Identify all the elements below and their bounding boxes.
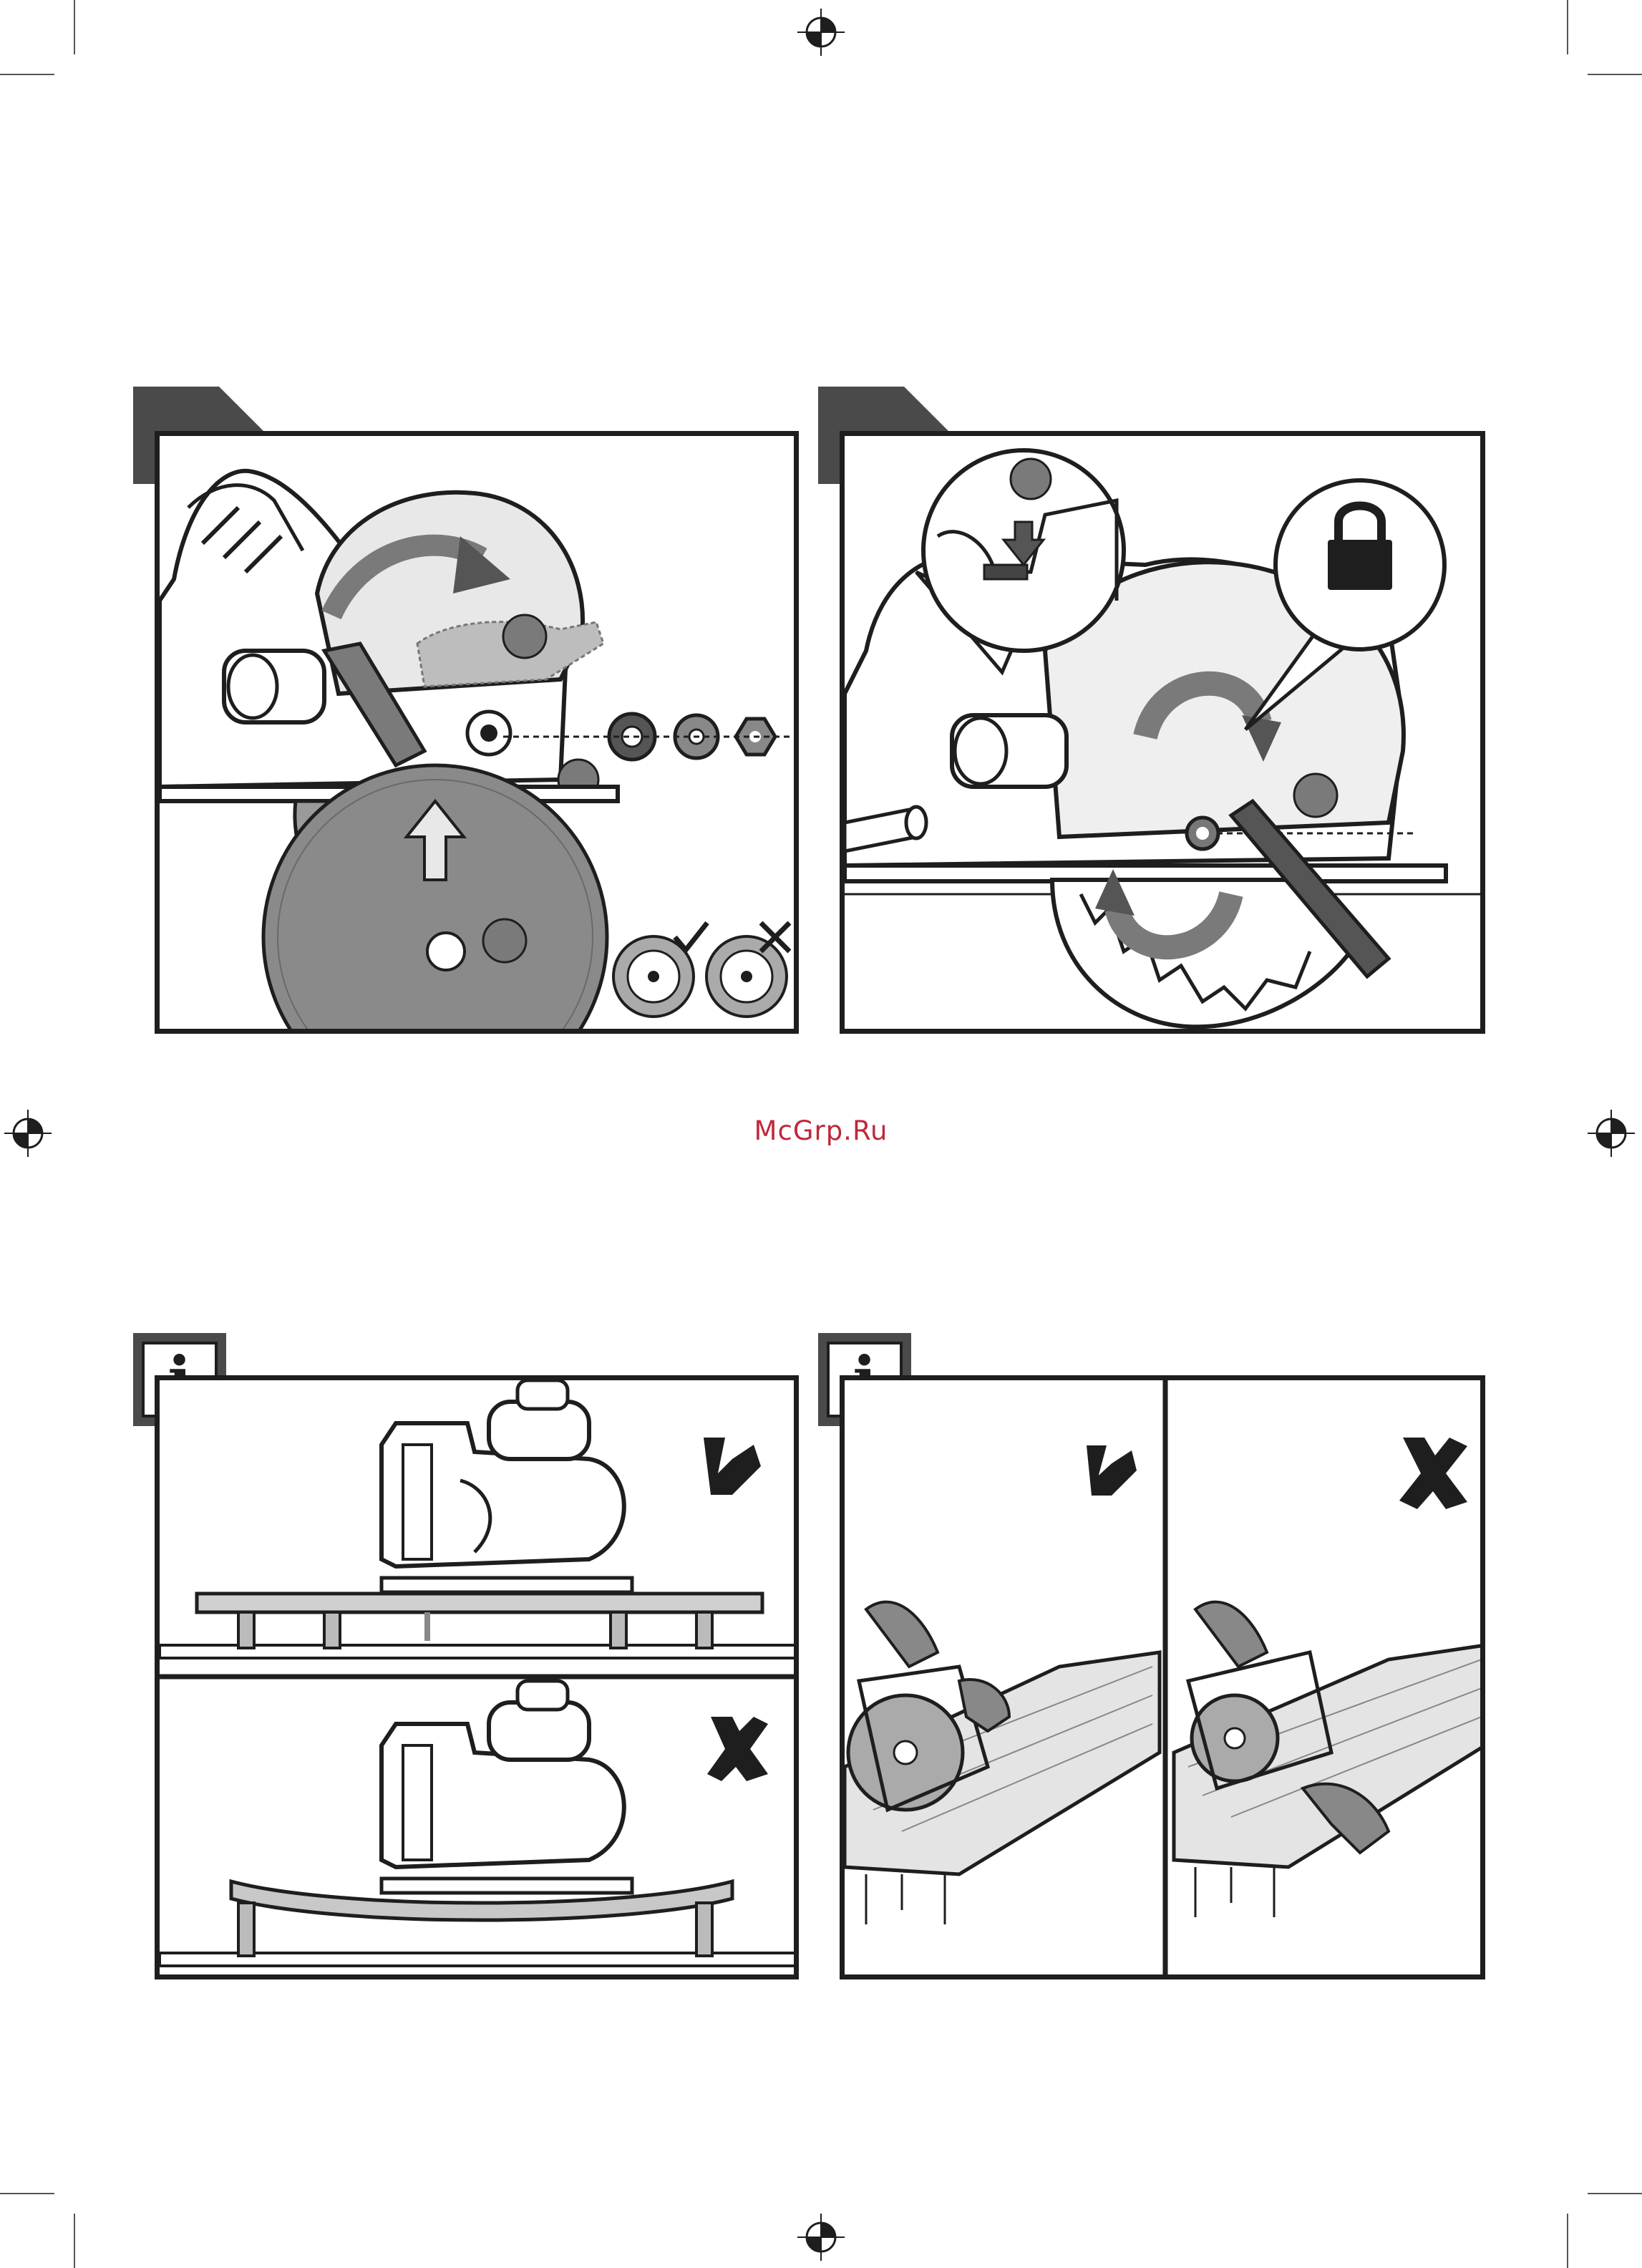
wrong-support-scene [160,1681,799,1966]
cross-mark-icon [707,1717,768,1781]
blade-tightening-panel [840,431,1485,1034]
correct-support-scene [160,1380,799,1658]
workpiece-support-illustration [160,1380,799,1979]
wrong-blade-direction-icon [706,923,790,1017]
wrong-hand-position-scene [1174,1438,1485,1917]
check-mark-icon [704,1438,761,1495]
correct-blade-direction-icon [613,923,707,1017]
workpiece-support-panel [155,1375,799,1979]
check-mark-icon [1087,1445,1137,1496]
watermark-text: McGrp.Ru [0,1115,1642,1146]
hand-position-illustration [845,1380,1485,1979]
blade-mounting-illustration [160,436,799,1034]
hand-position-panel [840,1375,1485,1979]
blade-mounting-panel [155,431,799,1034]
correct-hand-position-scene [845,1445,1160,1924]
blade-tightening-illustration [845,436,1485,1034]
cross-mark-icon [1399,1438,1467,1509]
